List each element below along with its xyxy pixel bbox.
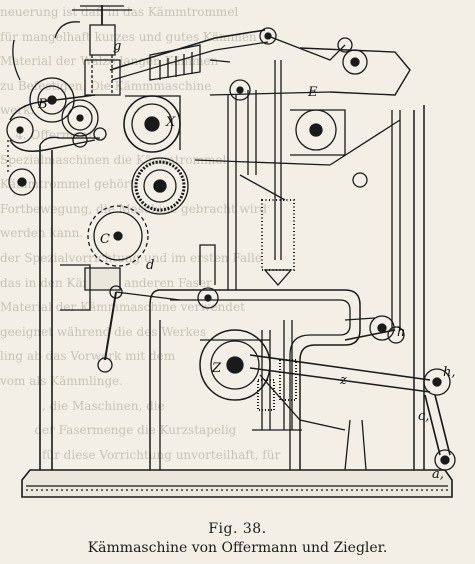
label-z: z [339,373,347,388]
figure-caption: Kämmaschine von Offermann und Ziegler. [87,540,388,556]
label-h1: h, [443,365,456,380]
label-Z: Z [211,361,222,376]
figure-number: Fig. 38. [208,521,267,537]
label-X: X [165,115,176,130]
gear-C [60,205,149,311]
label-c1: c, [418,409,429,424]
conveyor-belt [6,94,107,152]
cylinder-X [123,95,181,153]
arm-c1 [424,394,456,471]
right-frame [344,105,425,471]
lower-frame [149,289,361,470]
label-h: h [397,325,405,340]
base-plate [21,469,453,498]
right-lever [344,315,396,341]
label-g: g [113,39,121,54]
lower-spring [252,320,302,431]
feed-housing [54,5,132,96]
roller-E [290,109,346,156]
top-right-bracket [229,47,411,188]
crank-wheel-Z [199,329,271,401]
left-frame [39,136,100,470]
label-d: d [146,258,154,273]
left-cam [197,244,219,309]
machine-drawing: B g X G C d E Z z h h, c, a, [6,5,456,498]
lever-d [97,285,181,373]
roller-B [12,39,75,123]
label-G: G [153,180,163,195]
lap-roll [7,140,36,196]
label-a1: a, [432,467,444,482]
comb-cylinder-G [131,157,189,215]
label-E: E [307,85,318,100]
part-labels: B g X G C d E Z z h h, c, a, [37,39,456,482]
label-B: B [37,97,48,112]
top-arm [109,27,353,81]
label-C: C [100,232,110,247]
link-rods [194,91,405,344]
